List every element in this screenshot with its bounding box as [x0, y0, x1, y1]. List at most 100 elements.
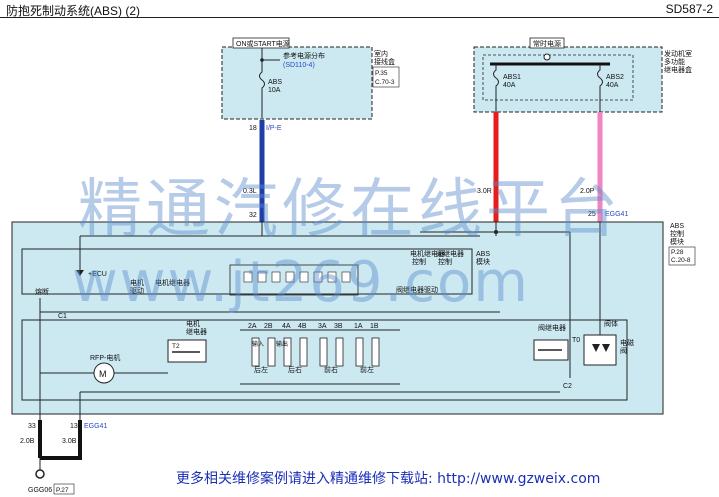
relay-box-side1: 发动机室 — [664, 49, 692, 58]
fuse-box-right-inner — [482, 54, 634, 101]
wire-0.3l: 0.3L — [243, 188, 257, 195]
ground-ggg06: GGG06 — [28, 487, 52, 494]
module-name1: ABS — [670, 223, 684, 230]
fuse-abs-amp: 10A — [268, 87, 281, 94]
ecu-control-box — [21, 248, 473, 295]
fuse-abs2-name: ABS2 — [606, 74, 624, 81]
valve-diode1 — [592, 344, 600, 352]
module-name3: 模块 — [670, 237, 684, 246]
valve-2a: 2A — [248, 323, 257, 330]
fuse-box-right — [473, 46, 663, 113]
fuse-box-ref1: P.35 — [375, 70, 388, 77]
motor-m: M — [99, 369, 107, 379]
module-ref-box — [668, 246, 696, 266]
t0-label: T0 — [572, 337, 580, 344]
page-title: 防抱死制动系统(ABS) (2) — [6, 4, 141, 18]
relay-box-side3: 继电器盒 — [664, 65, 692, 74]
power-dist-ref: (SD110-4) — [283, 62, 315, 69]
valve-4b: 4B — [298, 323, 307, 330]
pin-33: 33 — [28, 423, 36, 430]
fuse-abs2-amp: 40A — [606, 82, 619, 89]
fuse-abs1-symbol — [493, 64, 499, 112]
motor-relay-ctrl1: 电机继电器 — [410, 249, 445, 258]
front-left: 前右 — [324, 365, 338, 374]
ecu-diode — [76, 270, 84, 276]
motor-relay-ctrl2: 控制 — [412, 257, 426, 266]
fuse-box-ref-box — [372, 66, 400, 88]
valve-out-label: 输出 — [276, 340, 288, 348]
pin-25: 25 — [588, 211, 596, 218]
valve-body — [583, 334, 617, 366]
motor-relay-sw1: 电机 — [186, 319, 200, 328]
fuse-abs2-symbol — [597, 64, 603, 112]
valve-4a: 4A — [282, 323, 291, 330]
wire-ipe: I/P-E — [266, 125, 282, 132]
pin-32: 32 — [249, 212, 257, 219]
motor-drive2: 驱动 — [130, 286, 144, 295]
t2-label: T2 — [172, 343, 180, 350]
header-divider — [0, 17, 719, 18]
abs-module-box — [11, 221, 664, 415]
wire-2.0p: 2.0P — [580, 188, 595, 195]
valve-diode2 — [602, 344, 610, 352]
valve-1b: 1B — [370, 323, 379, 330]
valve-relay-ctrl2: 控制 — [438, 257, 452, 266]
connector-egg41: EGG41 — [605, 211, 628, 218]
watermark-cn: 精通汽修在线平台 — [78, 173, 622, 247]
abs-mod2: 模块 — [476, 257, 490, 266]
connector-egg41b: EGG41 — [84, 423, 107, 430]
motor-relay-t2 — [167, 339, 207, 363]
fuse-abs-name: ABS — [268, 79, 282, 86]
driver-array — [229, 264, 359, 296]
rear-right: 后右 — [288, 365, 302, 374]
fuse-abs1-amp: 40A — [503, 82, 516, 89]
valve-3b: 3B — [334, 323, 343, 330]
module-ref1: P.28 — [671, 249, 684, 256]
ground-ref-box — [53, 483, 75, 495]
fuse-box-side2: 接线盒 — [374, 57, 395, 66]
valve-3a: 3A — [318, 323, 327, 330]
fuse-abs-symbol — [259, 60, 265, 118]
battery-terminal — [543, 53, 551, 61]
valve-label1: 电磁 — [620, 338, 634, 347]
valve-2b: 2B — [264, 323, 273, 330]
cutoff-label: 熔断 — [35, 287, 49, 296]
relay-box-side2: 多功能 — [664, 57, 685, 66]
pin-13: 13 — [70, 423, 78, 430]
motor-relay-sw2: 继电器 — [186, 327, 207, 336]
abs-mod1: ABS — [476, 251, 490, 258]
ground-ref: P.27 — [56, 487, 69, 494]
wire-3.0b: 3.0B — [62, 438, 77, 445]
valve-label2: 阀 — [620, 346, 627, 355]
footer-link-text[interactable]: 更多相关维修案例请进入精通维修下载站: http://www.gzweix.co… — [176, 471, 601, 487]
fuse-abs1-name: ABS1 — [503, 74, 521, 81]
motor-drive1: 电机 — [130, 278, 144, 287]
c2-label: C2 — [563, 383, 572, 390]
module-name2: 控制 — [670, 229, 684, 238]
motor-relay-text: 电机继电器 — [155, 278, 190, 287]
c1-label: C1 — [58, 313, 67, 320]
rear-left: 后左 — [254, 365, 268, 374]
ecu-label: +ECU — [88, 271, 107, 278]
valve-relay-label: 阀继电器 — [538, 323, 566, 332]
module-ref2: C.20-8 — [671, 257, 691, 264]
watermark-url: www.jt269.com — [72, 250, 530, 315]
valve-1a: 1A — [354, 323, 363, 330]
valve-body-label: 阀体 — [604, 319, 618, 328]
ground-wire-3.0b — [40, 420, 82, 460]
wire-3.0r: 3.0R — [477, 188, 492, 195]
battery-label: 常时电源 — [533, 39, 561, 48]
on-start-label-box — [232, 37, 290, 49]
actuator-box — [21, 319, 628, 401]
driver-cells — [243, 271, 351, 283]
power-dist-text: 参考电源分布 — [283, 51, 325, 60]
valve-relay-drive: 阀继电器驱动 — [396, 285, 438, 294]
fuse-box-side1: 室内 — [374, 49, 388, 58]
valve-in-label: 输入 — [252, 340, 264, 348]
ground-icon — [35, 469, 45, 479]
battery-label-box — [529, 37, 565, 49]
front-right: 前左 — [360, 365, 374, 374]
fuse-box-ref2: C.70-3 — [375, 79, 395, 86]
valve-relay-ctrl1: 阀继电器 — [436, 249, 464, 258]
